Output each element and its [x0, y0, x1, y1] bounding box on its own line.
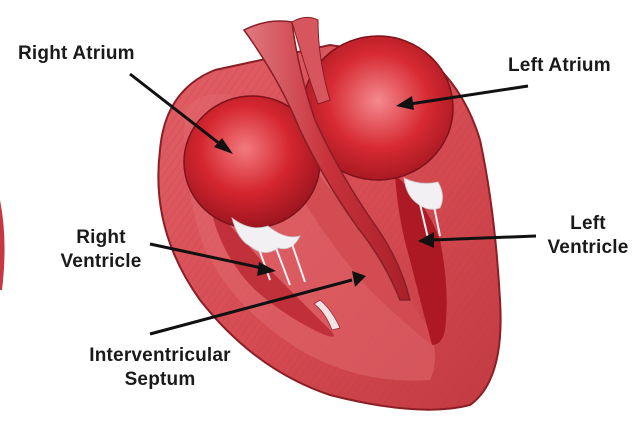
- label-septum-line1: Interventricular: [60, 344, 260, 368]
- label-left-ventricle-line1: Left: [538, 212, 638, 236]
- label-right-ventricle-line2: Ventricle: [46, 250, 156, 274]
- label-right-ventricle-line1: Right: [46, 226, 156, 250]
- edge-fragment: [0, 200, 5, 290]
- label-left-atrium: Left Atrium: [508, 54, 611, 78]
- label-septum-line2: Septum: [60, 368, 260, 392]
- label-right-atrium: Right Atrium: [18, 42, 135, 66]
- label-interventricular-septum: Interventricular Septum: [60, 344, 260, 392]
- label-right-ventricle: Right Ventricle: [46, 226, 156, 274]
- label-left-ventricle-line2: Ventricle: [538, 236, 638, 260]
- label-left-ventricle: Left Ventricle: [538, 212, 638, 260]
